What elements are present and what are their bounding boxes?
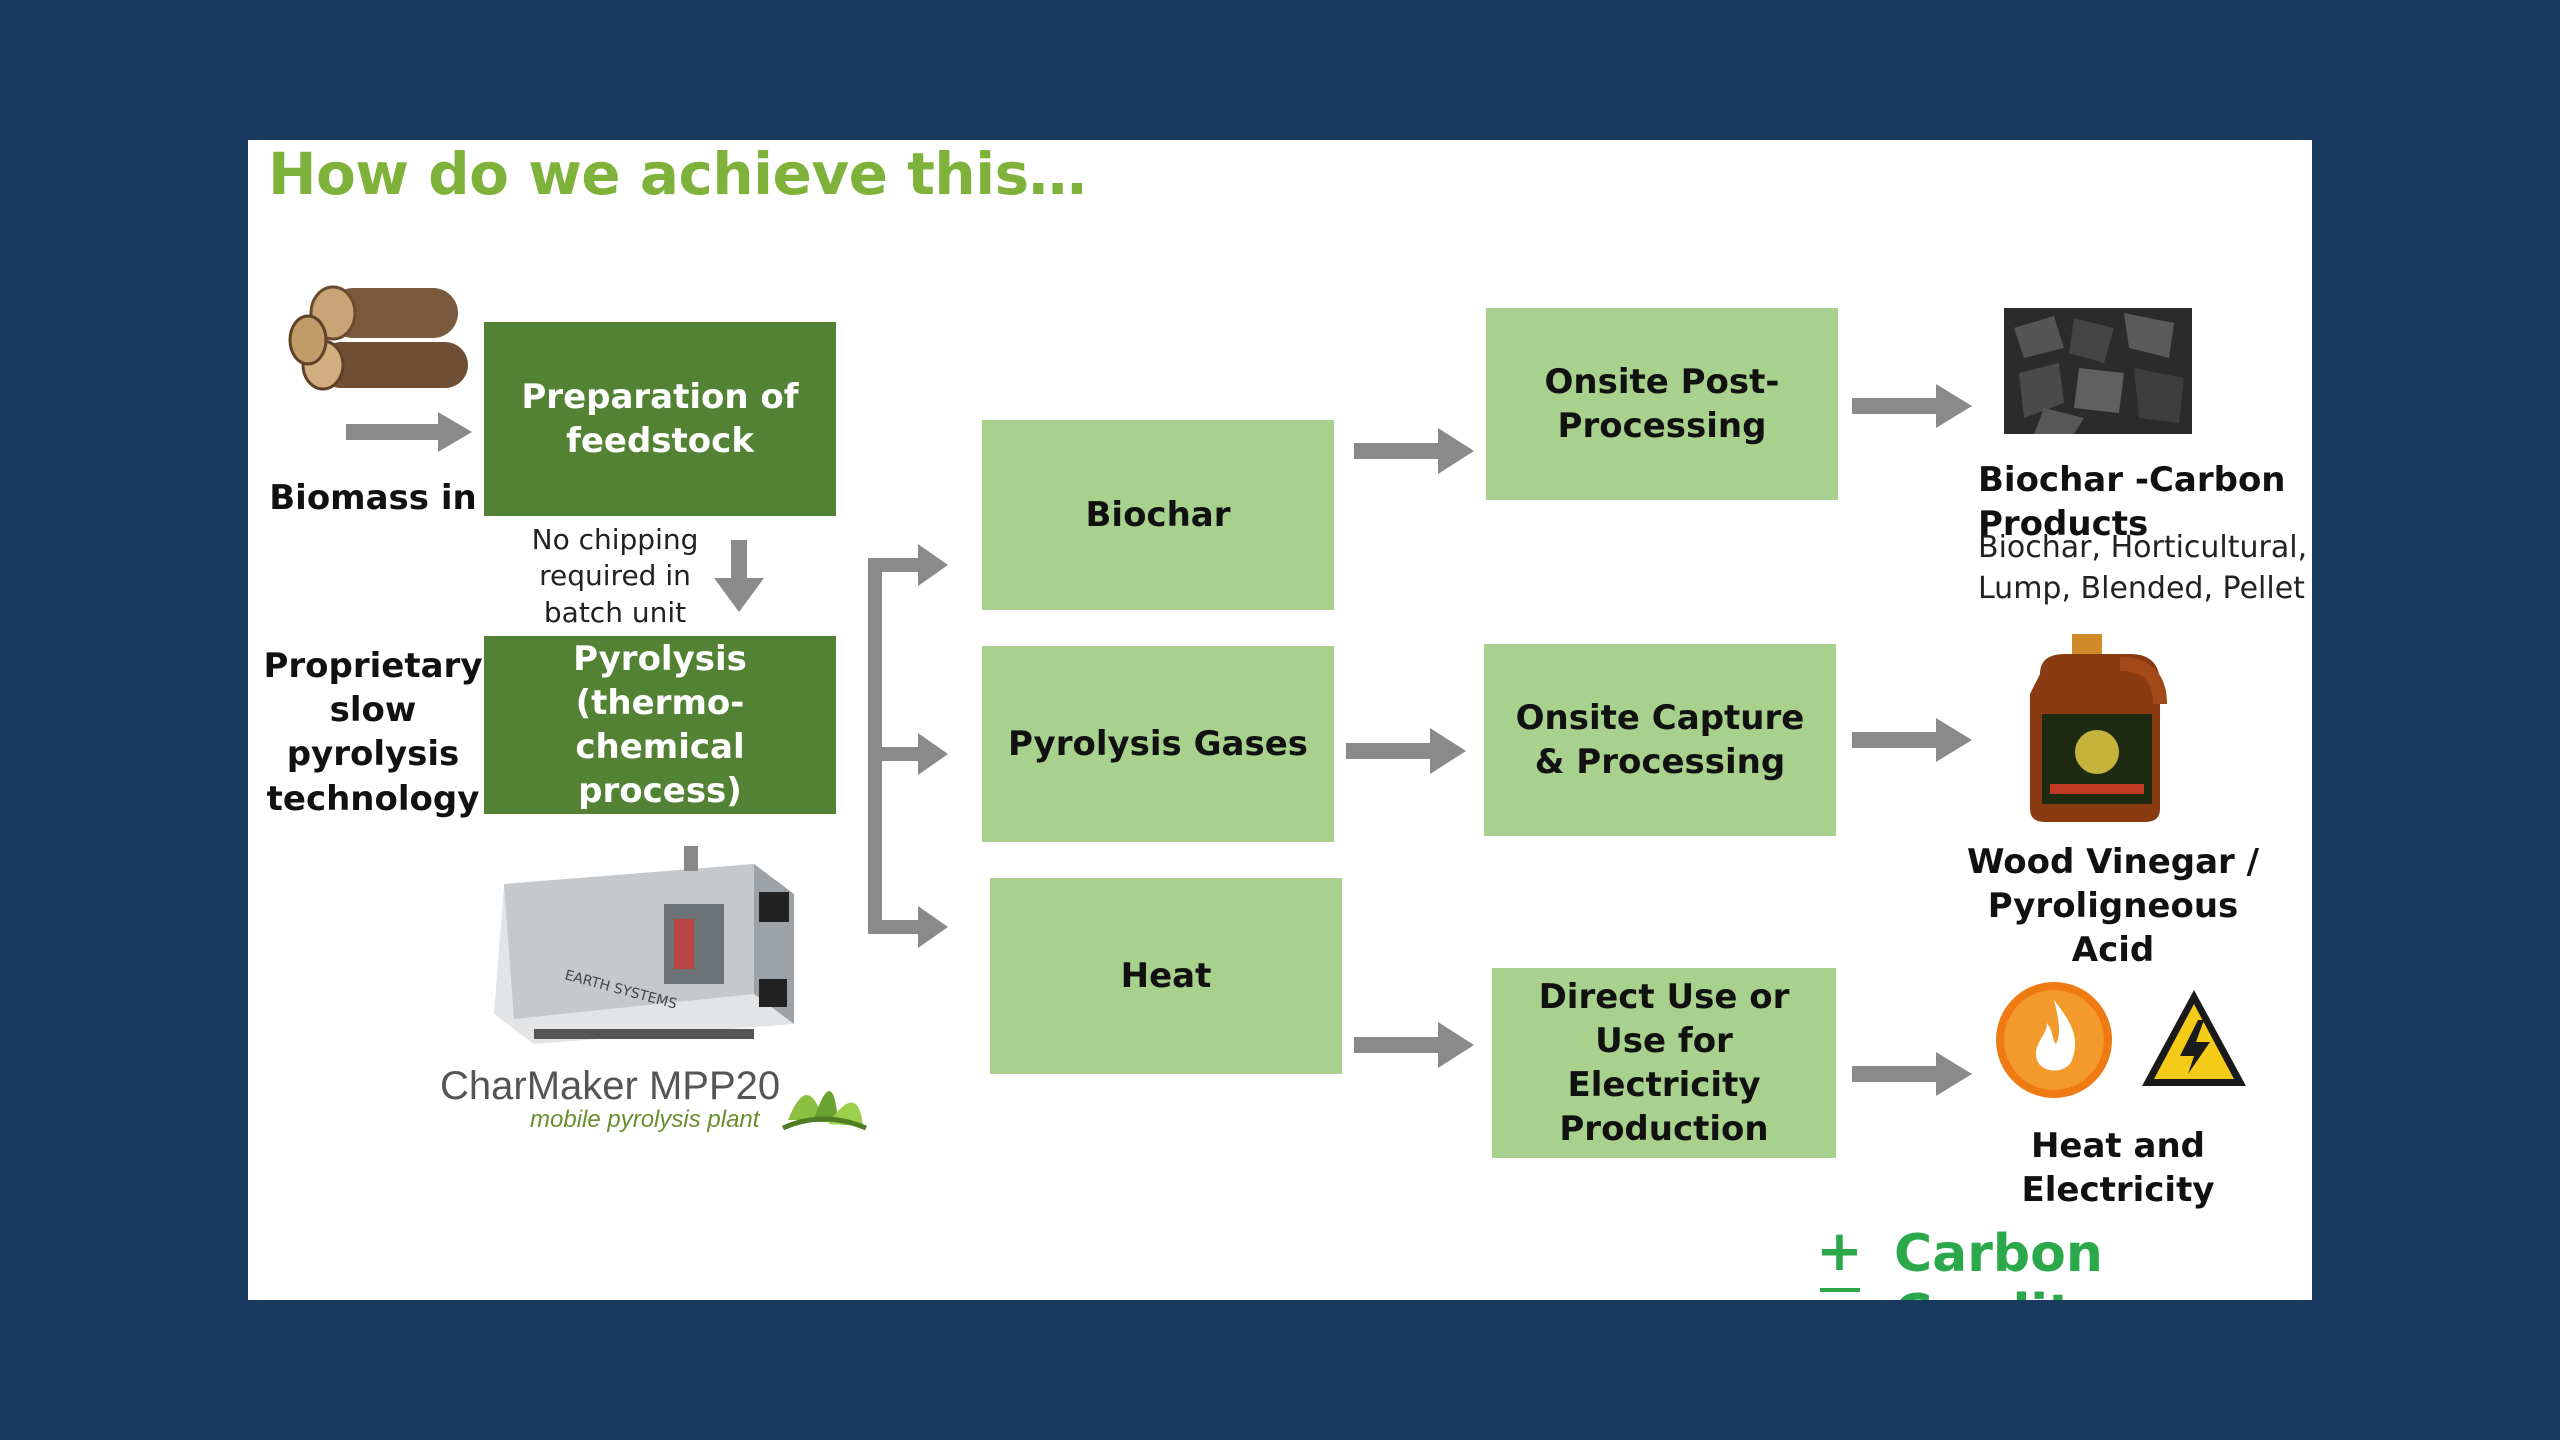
pyrolysis-gases-box: Pyrolysis Gases [982,646,1334,842]
capture-processing-box: Onsite Capture & Processing [1484,644,1836,836]
preparation-box: Preparation of feedstock [484,322,836,516]
slide: How do we achieve this… Preparation of f… [248,140,2312,1300]
post-processing-box: Onsite Post-Processing [1486,308,1838,500]
arrow-preparation-to-pyrolysis [714,540,764,612]
plus-symbol: + [1816,1219,1863,1284]
biochar-products-detail: Biochar, Horticultural, Lump, Blended, P… [1978,530,2308,606]
charmaker-machine-image: EARTH SYSTEMS [494,846,794,1044]
arrow-direct-use-to-heat-electricity [1852,1052,1972,1096]
heat-box: Heat [990,878,1342,1074]
pyrolysis-box: Pyrolysis (thermo-chemical process) [484,636,836,814]
biomass-label: Biomass in [269,478,477,518]
charmaker-logo-text: CharMaker MPP20 [440,1064,781,1108]
direct-use-box: Direct Use or Use for Electricity Produc… [1492,968,1836,1158]
biochar-box: Biochar [982,420,1334,610]
flame-icon [1996,982,2112,1098]
arrow-gases-to-capture [1346,728,1466,774]
heat-electricity-label: Heat and Electricity [2021,1126,2215,1211]
arrow-biochar-to-post-processing [1354,428,1474,474]
charmaker-leaf-icon [781,1091,867,1131]
plus-underline [1820,1288,1860,1292]
arrow-heat-to-direct-use [1354,1022,1474,1068]
biochar-pieces-image [2004,308,2192,434]
arrow-biomass-to-preparation [346,412,472,452]
arrow-capture-to-wood-vinegar [1852,718,1972,762]
no-chipping-note: No chipping required in batch unit [531,523,699,629]
technology-label: Proprietary slow pyrolysis technology [263,646,483,819]
split-connector [868,544,948,948]
electricity-warning-icon [2142,990,2246,1086]
page-title: How do we achieve this… [268,140,1087,208]
charmaker-subtitle: mobile pyrolysis plant [530,1106,760,1133]
arrow-post-processing-to-biochar-products [1852,384,1972,428]
logs-image [288,285,468,391]
wood-vinegar-label: Wood Vinegar / Pyroligneous Acid [1966,842,2260,971]
carbon-credits-label: Carbon Credits [1894,1224,2104,1300]
biochar-products-title: Biochar -Carbon Products [1978,460,2286,545]
wood-vinegar-jug-image [2030,634,2167,822]
